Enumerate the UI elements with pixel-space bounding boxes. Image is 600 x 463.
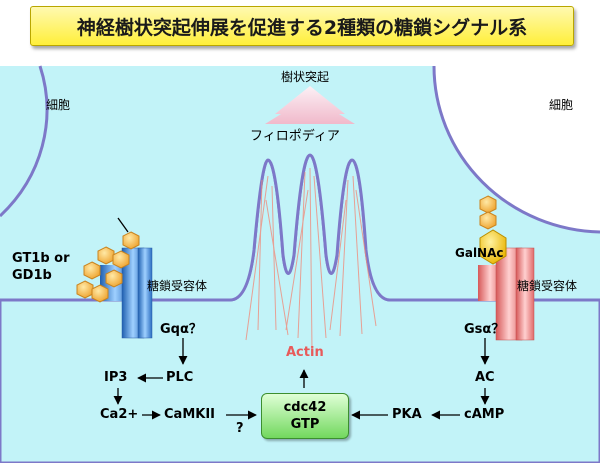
camkii-label: CaMKII: [164, 407, 215, 422]
plc-label: PLC: [166, 370, 194, 385]
right-receptor-label: 糖鎖受容体: [517, 279, 578, 293]
left-receptor-label: 糖鎖受容体: [147, 279, 208, 293]
cdc42-gtp-box: cdc42 GTP: [261, 393, 349, 439]
right-glycan-receptor: [478, 247, 535, 341]
galnac-cluster: [479, 195, 507, 265]
ganglioside-label: GT1b or GD1b: [12, 251, 70, 283]
dendrite-arrow: [265, 86, 355, 124]
right-cell-label: 細胞: [549, 98, 574, 112]
left-glycan-cluster: [76, 217, 140, 303]
pathway-arrows: [113, 338, 490, 420]
cell-medium: [0, 66, 47, 216]
cdc42-label: cdc42: [283, 400, 327, 415]
gtp-label: GTP: [290, 417, 320, 432]
left-cell-membrane: [0, 65, 49, 218]
pka-label: PKA: [392, 407, 422, 422]
camp-label: cAMP: [464, 407, 505, 422]
galnac-label: GalNAc: [455, 246, 504, 260]
actin-filaments: [245, 167, 377, 351]
gs-label: Gsα？: [464, 322, 505, 337]
unknown-step-label: ?: [236, 421, 244, 436]
filopodia-membrane: [0, 153, 600, 302]
calcium-label: Ca2+: [100, 407, 139, 422]
dendrite-label: 樹状突起: [281, 70, 330, 84]
upper-medium: [0, 66, 600, 300]
left-cell-label: 細胞: [46, 98, 71, 112]
ac-label: AC: [475, 370, 495, 385]
right-cell-membrane: [432, 65, 600, 234]
diagram-title: 神経樹状突起伸展を促進する2種類の糖鎖シグナル系: [30, 6, 574, 46]
ip3-label: IP3: [104, 370, 128, 385]
filopodia-label: フィロポディア: [250, 129, 340, 144]
gq-label: Gqα？: [160, 322, 202, 337]
actin-label: Actin: [286, 345, 324, 360]
